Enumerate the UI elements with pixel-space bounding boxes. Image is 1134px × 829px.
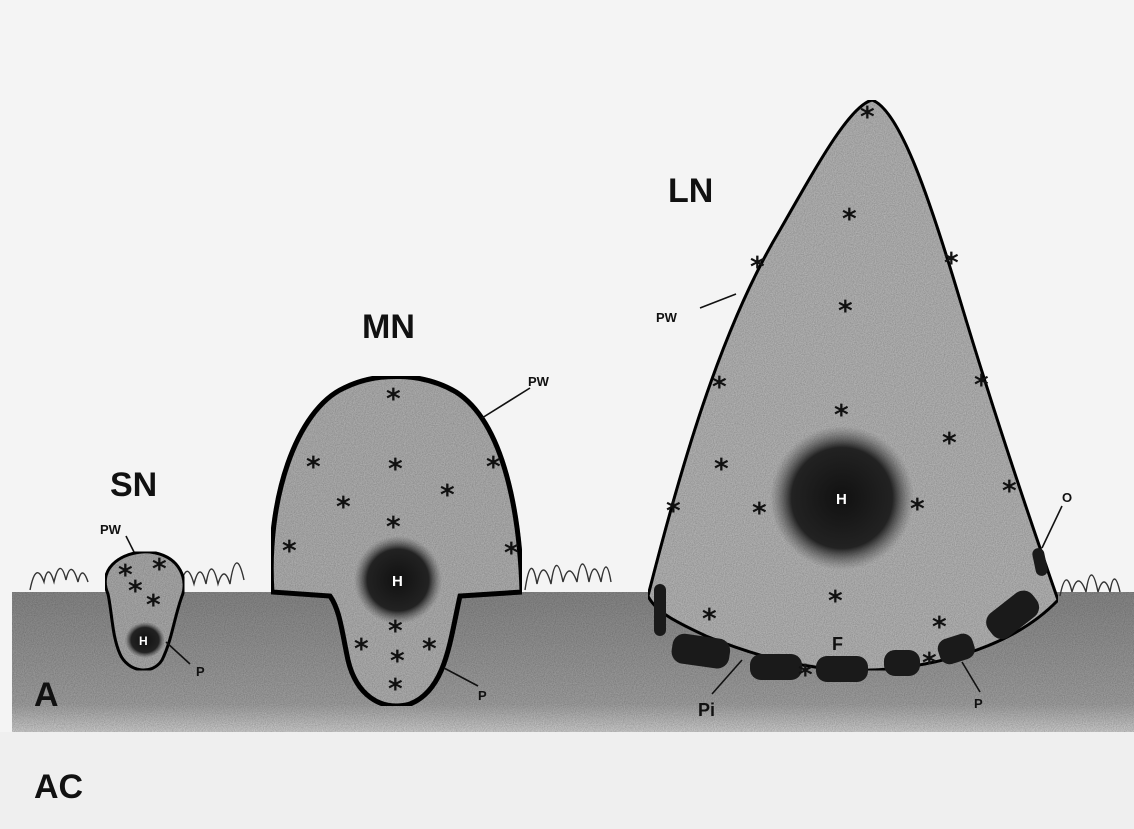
label-p-medium: P <box>478 688 487 703</box>
asterisk-marker: * <box>860 100 875 133</box>
label-h-large: H <box>836 491 847 508</box>
asterisk-marker: * <box>282 534 297 567</box>
asterisk-marker: * <box>504 536 519 569</box>
label-p-small: P <box>196 664 205 679</box>
label-layer-a: A <box>34 676 59 714</box>
asterisk-marker: * <box>834 398 849 431</box>
label-large-nodule: LN <box>668 172 713 210</box>
label-pw-large: PW <box>656 310 678 325</box>
label-medium-nodule: MN <box>362 308 415 346</box>
asterisk-marker: * <box>386 510 401 543</box>
asterisk-marker: * <box>386 382 401 415</box>
label-o: O <box>1062 490 1072 505</box>
asterisk-marker: * <box>714 452 729 485</box>
asterisk-marker: * <box>910 492 925 525</box>
asterisk-marker: * <box>828 584 843 617</box>
label-p-large: P <box>974 696 983 711</box>
asterisk-marker: * <box>752 496 767 529</box>
asterisk-marker: * <box>838 294 853 327</box>
asterisk-marker: * <box>152 552 167 585</box>
asterisk-marker: * <box>842 202 857 235</box>
cavity-region-ac <box>0 732 1134 829</box>
label-pw-small: PW <box>100 522 122 537</box>
asterisk-marker: * <box>666 494 681 527</box>
asterisk-marker: * <box>146 588 161 621</box>
asterisk-marker: * <box>974 368 989 401</box>
label-fibrous-f: F <box>832 634 843 654</box>
asterisk-marker: * <box>702 602 717 635</box>
label-h-small: H <box>139 634 148 648</box>
label-pi: Pi <box>698 700 715 720</box>
asterisk-marker: * <box>942 426 957 459</box>
label-cavity-ac: AC <box>34 768 83 806</box>
asterisk-marker: * <box>388 452 403 485</box>
asterisk-marker: * <box>128 574 143 607</box>
asterisk-marker: * <box>422 632 437 665</box>
asterisk-marker: * <box>354 632 369 665</box>
asterisk-marker: * <box>440 478 455 511</box>
asterisk-marker: * <box>932 610 947 643</box>
asterisk-marker: * <box>712 370 727 403</box>
label-small-nodule: SN <box>110 466 157 504</box>
asterisk-marker: * <box>1002 474 1017 507</box>
asterisk-marker: * <box>944 246 959 279</box>
asterisk-marker: * <box>306 450 321 483</box>
asterisk-marker: * <box>798 658 813 691</box>
label-pw-medium: PW <box>528 374 550 389</box>
asterisk-marker: * <box>388 614 403 647</box>
asterisk-marker: * <box>922 646 937 679</box>
label-h-medium: H <box>392 573 403 590</box>
asterisk-marker: * <box>388 672 403 705</box>
asterisk-marker: * <box>750 250 765 283</box>
asterisk-marker: * <box>336 490 351 523</box>
asterisk-marker: * <box>486 450 501 483</box>
